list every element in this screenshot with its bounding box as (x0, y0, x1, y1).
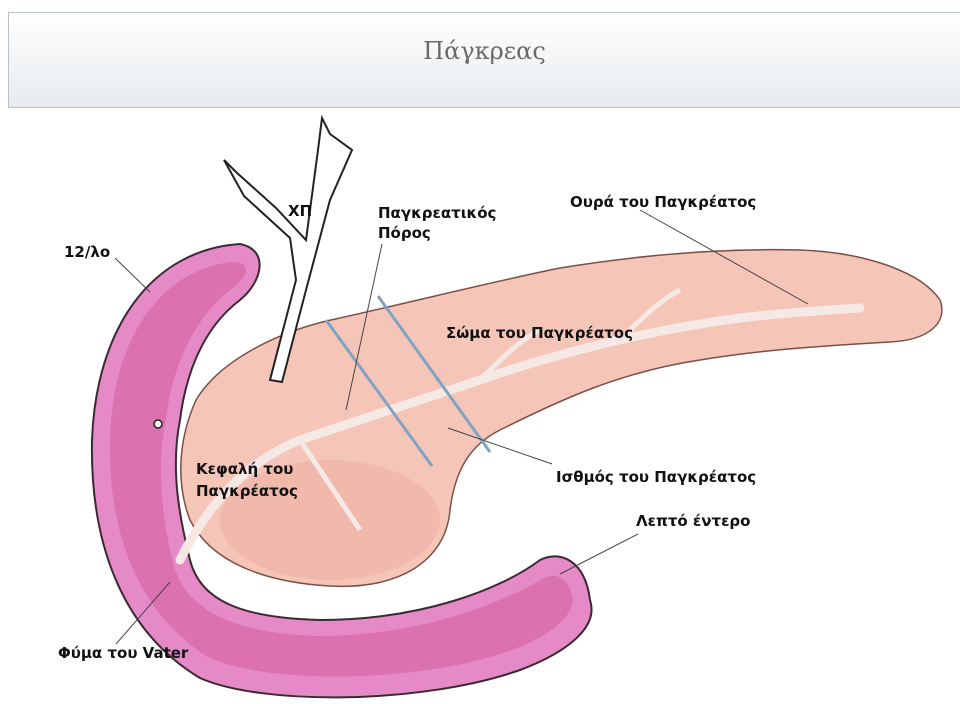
label-isthmus: Ισθμός του Παγκρέατος (556, 468, 756, 486)
pancreas-head-shade (220, 460, 440, 580)
label-body: Σώμα του Παγκρέατος (446, 324, 633, 342)
label-pancreatic-duct-2: Πόρος (378, 224, 431, 242)
leader-duodenum (115, 258, 150, 292)
leader-small-intestine (560, 534, 638, 574)
label-head-1: Κεφαλή του (196, 460, 293, 478)
label-vater: Φύμα του Vater (58, 644, 188, 662)
label-duodenum: 12/λο (64, 243, 110, 261)
label-head-2: Παγκρέατος (196, 482, 298, 500)
label-tail: Ουρά του Παγκρέατος (570, 193, 756, 211)
label-common-bile-duct: ΧΠ (288, 202, 312, 220)
label-pancreatic-duct-1: Παγκρεατικός (378, 204, 496, 222)
papilla-mark (154, 420, 162, 428)
label-small-intestine: Λεπτό έντερο (636, 512, 750, 530)
